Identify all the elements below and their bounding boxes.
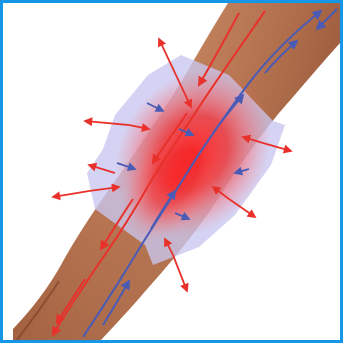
forearm-circulation-illustration	[3, 3, 340, 340]
